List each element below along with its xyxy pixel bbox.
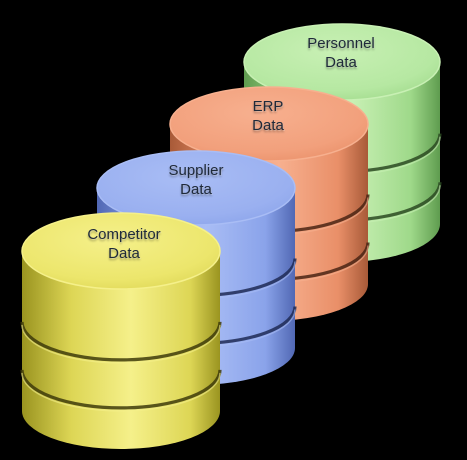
competitor-cylinder-band-1 [20,321,222,362]
competitor-cylinder-top [21,212,221,290]
competitor-cylinder-band-highlight-1 [21,324,221,364]
competitor-cylinder-body [22,251,220,449]
competitor-cylinder-band-highlight-2 [21,372,221,412]
competitor-cylinder-band-2 [20,369,222,410]
supplier-cylinder-top [96,150,296,226]
competitor-cylinder [20,212,222,449]
erp-cylinder-top [169,86,369,162]
